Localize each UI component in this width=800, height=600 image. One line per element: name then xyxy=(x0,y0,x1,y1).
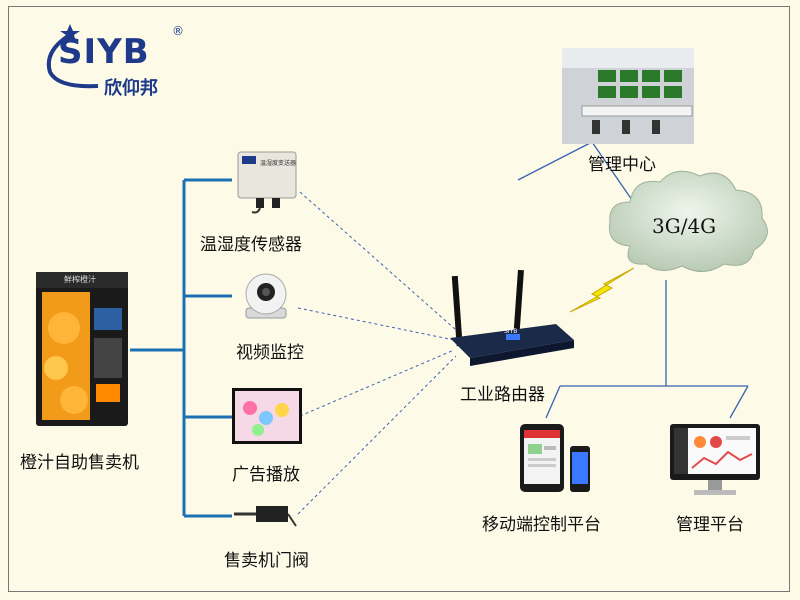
door-lock-illustration xyxy=(232,502,298,530)
router-illustration: SIYB xyxy=(446,268,576,368)
cloud-illustration: 3G/4G xyxy=(600,160,776,278)
door-label: 售卖机门阀 xyxy=(224,551,309,571)
router-tag: SIYB xyxy=(504,328,518,335)
vending-machine-illustration: 鲜榨橙汁 xyxy=(34,268,130,428)
mobile-devices-illustration xyxy=(518,424,592,494)
logo-swoosh-icon xyxy=(46,24,99,89)
mobile-label: 移动端控制平台 xyxy=(482,515,601,535)
logo-mark: SIYB xyxy=(58,32,150,72)
sensor-label: 温湿度传感器 xyxy=(200,235,302,255)
mgmt-center-label: 管理中心 xyxy=(588,155,656,175)
vending-machine-label: 橙汁自助售卖机 xyxy=(20,453,139,473)
camera-illustration xyxy=(236,266,296,322)
control-room-illustration xyxy=(562,48,694,144)
logo-name: 欣仰邦 xyxy=(104,78,158,99)
siyb-logo: SIYB ® 欣仰邦 xyxy=(38,22,188,102)
camera-label: 视频监控 xyxy=(236,343,304,363)
mgmt-platform-label: 管理平台 xyxy=(676,515,744,535)
vending-sign: 鲜榨橙汁 xyxy=(64,275,96,284)
sensor-illustration: 温湿度变送器 xyxy=(232,150,300,214)
logo-registered: ® xyxy=(172,24,184,38)
lightning-icon xyxy=(569,267,635,313)
router-label: 工业路由器 xyxy=(460,385,545,405)
ad-label: 广告播放 xyxy=(232,465,300,485)
cloud-label: 3G/4G xyxy=(652,214,717,238)
sensor-tag: 温湿度变送器 xyxy=(260,160,297,167)
monitor-illustration xyxy=(668,424,762,498)
ad-screen-illustration xyxy=(232,388,302,444)
